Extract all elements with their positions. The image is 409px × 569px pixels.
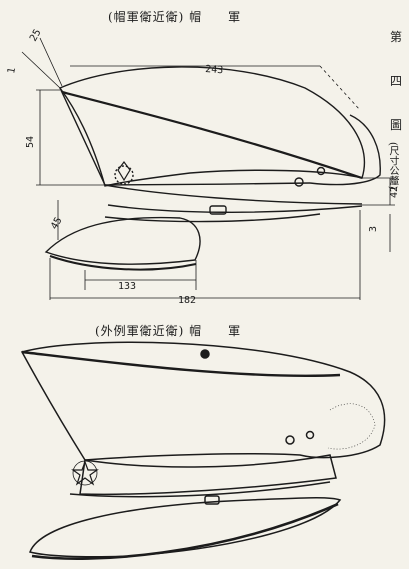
- dim-45: 45: [49, 216, 65, 232]
- bottom-cap-top-button: [200, 349, 210, 359]
- top-figure-title: (帽軍衛近衛) 帽 軍: [108, 10, 242, 24]
- dim-1: 1: [6, 67, 18, 75]
- top-cap-visor: [44, 216, 201, 265]
- caption-char-1: 第: [389, 30, 402, 44]
- caption-unit: (尺寸公釐): [387, 142, 398, 190]
- bottom-cap-button-1: [285, 435, 295, 445]
- dim-25: 25: [28, 28, 44, 44]
- bottom-cap-button-2: [305, 430, 315, 440]
- bottom-figure-title: (外例軍衛近衛) 帽 軍: [95, 324, 242, 338]
- bottom-cap-band: [79, 454, 337, 496]
- top-cap-button-1: [294, 177, 304, 187]
- top-cap-badge: [117, 161, 131, 182]
- top-cap-drawing: [44, 66, 381, 271]
- top-dimension-labels: 25 1 243 54 42 45 3 133 182: [6, 28, 400, 306]
- plate-side-caption: 第 四 圖 (尺寸公釐): [387, 30, 405, 190]
- top-cap-button-2: [316, 166, 326, 176]
- dim-182: 182: [178, 295, 196, 306]
- caption-char-3: 圖: [389, 118, 402, 132]
- dim-133: 133: [118, 281, 136, 292]
- top-cap-body: [59, 87, 311, 186]
- top-cap-crown: [58, 66, 366, 187]
- bottom-cap-crown: [20, 341, 386, 461]
- top-cap-crown-piping: [61, 90, 363, 180]
- top-cap-band: [104, 184, 363, 205]
- caption-char-2: 四: [389, 74, 402, 88]
- bottom-cap-chinstrap: [69, 481, 331, 498]
- top-dimension-lines: [21, 37, 395, 300]
- bottom-cap-crown-piping: [21, 350, 341, 377]
- bottom-cap-star-badge: [71, 460, 99, 486]
- dim-3: 3: [368, 226, 379, 232]
- dim-54: 54: [25, 136, 36, 148]
- bottom-cap-drawing: [20, 341, 386, 560]
- dim-42: 42: [389, 186, 400, 198]
- dim-243: 243: [205, 64, 224, 76]
